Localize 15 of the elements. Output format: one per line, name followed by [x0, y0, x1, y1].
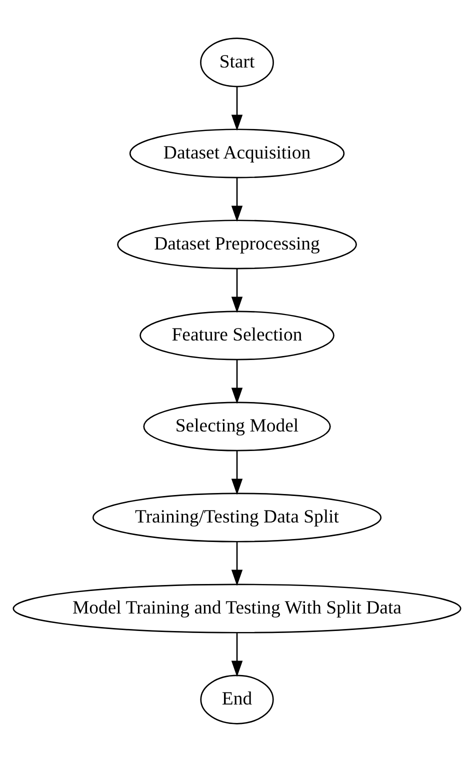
node-ellipse: Dataset Acquisition	[129, 128, 345, 178]
arrow	[231, 632, 243, 676]
node-ellipse: Start	[200, 37, 274, 87]
node-ellipse: Model Training and Testing With Split Data	[12, 583, 462, 633]
arrow	[231, 268, 243, 312]
node-ellipse: Dataset Preprocessing	[117, 219, 357, 269]
arrow	[231, 450, 243, 494]
arrow	[231, 542, 243, 586]
node-ellipse: Selecting Model	[143, 401, 331, 451]
node-ellipse: Feature Selection	[140, 310, 334, 360]
node-ellipse: End	[200, 674, 274, 724]
arrow	[231, 86, 243, 130]
arrow	[231, 178, 243, 222]
node-ellipse: Training/Testing Data Split	[92, 492, 382, 542]
arrow	[231, 360, 243, 404]
